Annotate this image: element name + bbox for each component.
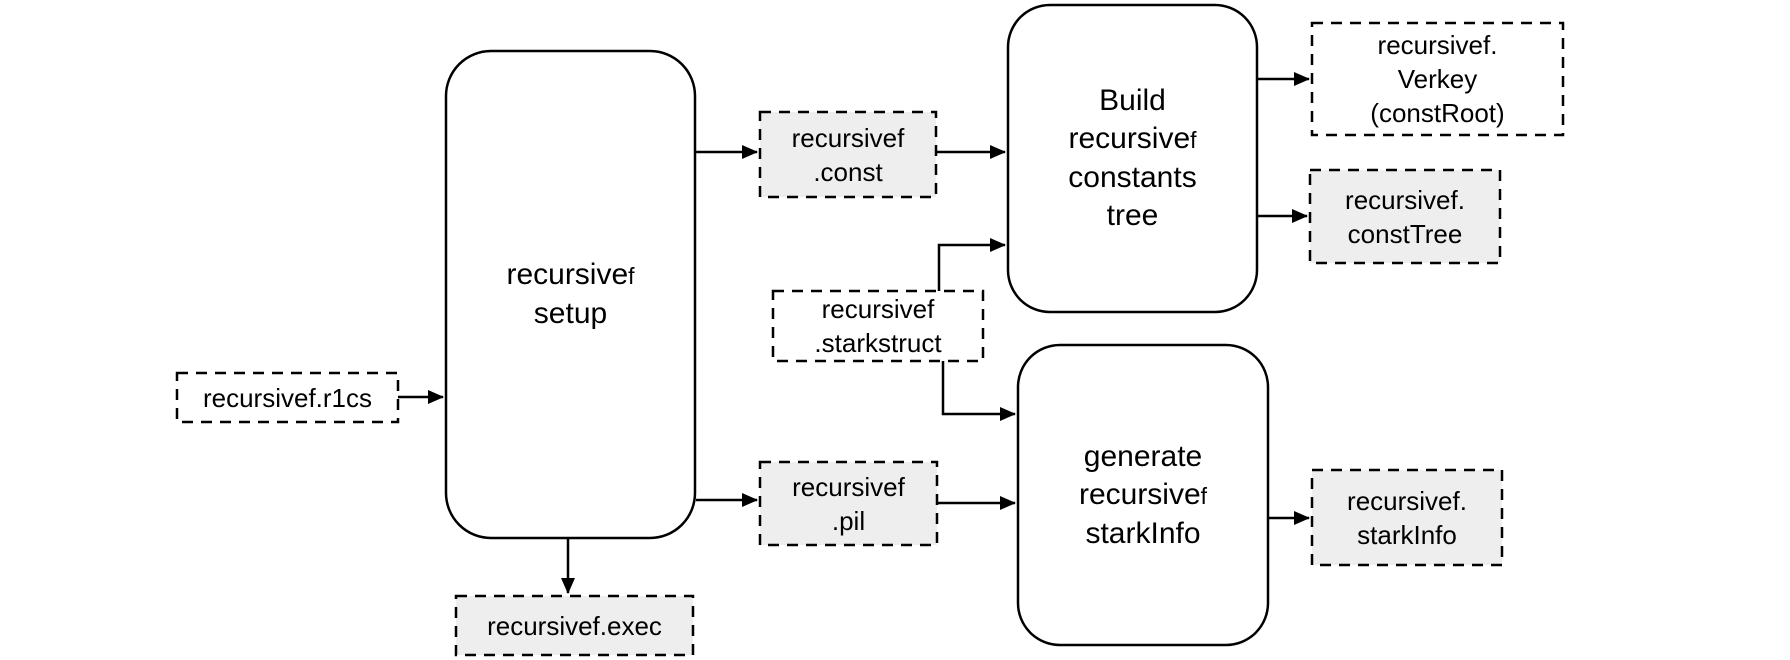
file-label-recursivef-const: recursivef .const xyxy=(760,112,936,197)
label-line: .const xyxy=(813,156,883,187)
process-box-build-constants-tree xyxy=(1006,3,1259,314)
label-line: recursivef xyxy=(506,256,634,295)
file-box-recursivef-r1cs xyxy=(175,371,400,424)
label-line: tree xyxy=(1106,199,1159,232)
label-line: .starkstruct xyxy=(814,328,942,358)
file-box-recursivef-starkstruct xyxy=(771,289,985,363)
file-box-recursivef-pil xyxy=(758,460,939,547)
label-line: recursivef. xyxy=(1345,184,1465,215)
label-line: setup xyxy=(533,297,608,330)
file-label-recursivef-r1cs: recursivef.r1cs xyxy=(177,373,398,422)
label-line: recursivef. xyxy=(1347,485,1467,516)
process-label-recursivef-setup: recursivef setup xyxy=(446,51,695,538)
label-subscript-f: f xyxy=(628,263,635,289)
label-line: generate xyxy=(1083,439,1203,473)
label-line: starkInfo xyxy=(1085,516,1201,550)
label-line: recursivef xyxy=(791,122,905,153)
file-box-recursivef-starkinfo xyxy=(1310,468,1504,567)
label-line: recursivef xyxy=(1079,476,1207,515)
process-box-recursivef-setup xyxy=(444,49,697,540)
process-box-generate-starkinfo xyxy=(1016,343,1270,647)
label-text: recursive xyxy=(506,258,629,291)
process-label-build-constants-tree: Build recursivef constants tree xyxy=(1008,5,1257,312)
file-label-recursivef-exec: recursivef.exec xyxy=(456,596,693,655)
label-subscript-f: f xyxy=(1200,482,1208,509)
file-label-recursivef-starkstruct: recursivef .starkstruct xyxy=(773,291,983,361)
label-line: Build xyxy=(1099,84,1166,117)
label-line: Verkey xyxy=(1397,64,1478,94)
file-box-recursivef-exec xyxy=(454,594,695,657)
file-label-recursivef-starkinfo: recursivef. starkInfo xyxy=(1312,470,1502,565)
label-line: recursivef. xyxy=(1377,30,1498,60)
file-box-recursivef-const xyxy=(758,110,938,199)
file-label-recursivef-pil: recursivef .pil xyxy=(760,462,937,545)
arrow-starkstruct-to-build xyxy=(937,238,1006,291)
file-label-recursivef-consttree: recursivef. constTree xyxy=(1310,170,1500,263)
label-text: recursive xyxy=(1078,477,1201,511)
label-line: recursivef.exec xyxy=(487,610,662,641)
arrow-starkstruct-to-generate xyxy=(941,361,1016,421)
label-line: .pil xyxy=(831,505,866,536)
label-line: starkInfo xyxy=(1357,519,1457,550)
label-line: recursivef.r1cs xyxy=(202,382,373,413)
label-subscript-f: f xyxy=(1190,127,1197,153)
label-line: recursivef xyxy=(821,294,935,324)
label-line: recursivef xyxy=(792,471,905,502)
label-line: recursivef xyxy=(1068,120,1196,159)
label-line: constTree xyxy=(1347,218,1463,249)
file-box-recursivef-consttree xyxy=(1308,168,1502,265)
label-line: constants xyxy=(1068,161,1197,194)
file-label-recursivef-verkey: recursivef. Verkey (constRoot) xyxy=(1312,23,1563,135)
label-line: (constRoot) xyxy=(1370,98,1505,128)
file-box-recursivef-verkey xyxy=(1310,21,1565,137)
label-text: recursive xyxy=(1068,122,1191,155)
process-label-generate-starkinfo: generate recursivef starkInfo xyxy=(1018,345,1268,645)
